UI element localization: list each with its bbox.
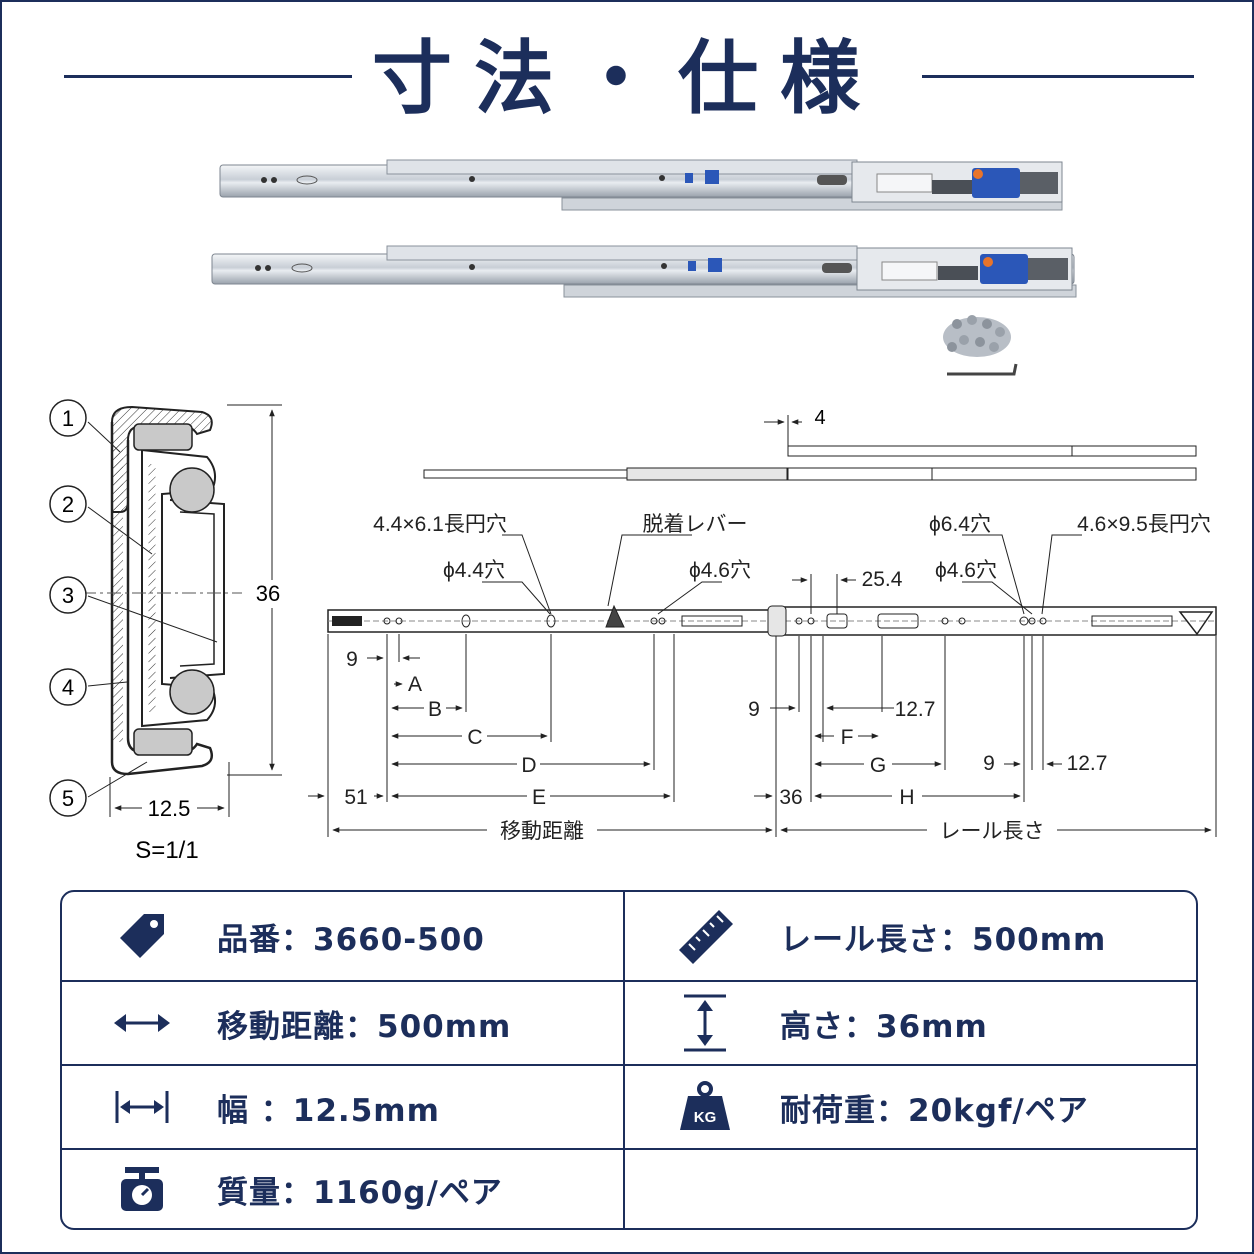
marker-2-circle	[49, 485, 87, 523]
callout-hole-46-b: ϕ4.6穴	[935, 559, 997, 582]
spec-travel: 移動距離：500mm	[62, 982, 623, 1064]
drawing-labels: 4.4×6.1長円穴 脱着レバー ϕ6.4穴 4.6×9.5長円穴 ϕ4.4穴 …	[344, 513, 1211, 843]
marker-5: 5	[62, 786, 74, 811]
dim-H: H	[899, 786, 914, 809]
spec-part-number-text: 品番：3660-500	[217, 921, 485, 958]
height-dimension: 36	[256, 581, 280, 606]
rail-length-label: レール長さ	[940, 820, 1045, 843]
width-dimension: 12.5	[148, 796, 191, 821]
spec-travel-text: 移動距離：500mm	[217, 1008, 512, 1045]
title-rule-left	[64, 75, 352, 78]
dim-12-7-b: 12.7	[1067, 752, 1108, 775]
callout-lever: 脱着レバー	[643, 513, 748, 536]
travel-distance-label: 移動距離	[500, 820, 584, 843]
dim-F: F	[841, 726, 854, 749]
dim-D: D	[521, 754, 536, 777]
scale-icon	[112, 1159, 172, 1219]
marker-3: 3	[62, 583, 74, 608]
spec-load: KG 耐荷重：20kgf/ペア	[625, 1066, 1196, 1148]
marker-1-circle	[49, 399, 87, 437]
dim-9-left: 9	[346, 648, 358, 671]
spec-rail-length-text: レール長さ：500mm	[780, 921, 1107, 958]
kg-weight-icon: KG	[675, 1077, 735, 1137]
dimension-lines	[308, 534, 1217, 837]
marker-2: 2	[62, 492, 74, 517]
dim-36: 36	[779, 786, 802, 809]
spec-empty-cell	[625, 1150, 1196, 1228]
spec-table: 品番：3660-500 レール長さ：500mm	[60, 890, 1198, 1230]
dim-51: 51	[344, 786, 367, 809]
spec-part-number: 品番：3660-500	[62, 892, 623, 980]
dim-C: C	[467, 726, 482, 749]
section-markers: 1 2 3 4 5	[49, 399, 87, 817]
ruler-icon	[675, 906, 735, 966]
spec-height: 高さ：36mm	[625, 982, 1196, 1064]
spec-height-text: 高さ：36mm	[780, 1008, 988, 1045]
dim-E: E	[532, 786, 546, 809]
offset-4-dimension: 4	[814, 407, 825, 429]
dim-9-far-right: 9	[983, 752, 995, 775]
callout-slot-left: 4.4×6.1長円穴	[373, 513, 507, 536]
rail-photo-1	[219, 159, 1063, 211]
cross-section	[82, 404, 282, 817]
callout-hole-44: ϕ4.4穴	[443, 559, 505, 582]
dim-12-7-a: 12.7	[895, 698, 936, 721]
marker-4-circle	[49, 668, 87, 706]
scale-label: S=1/1	[135, 837, 198, 864]
screw-pile	[943, 315, 1018, 376]
dim-B: B	[428, 698, 442, 721]
marker-3-circle	[49, 576, 87, 614]
spec-mass: 質量：1160g/ペア	[62, 1150, 623, 1228]
spec-width: 幅 ：12.5mm	[62, 1066, 623, 1148]
dim-G: G	[870, 754, 886, 777]
dim-9-right: 9	[748, 698, 760, 721]
dim-A: A	[408, 673, 422, 696]
technical-drawing: 1 2 3 4 5 36 12.5 S=1/1 4	[49, 159, 1217, 864]
callout-hole-64: ϕ6.4穴	[929, 513, 991, 536]
rail-photo-2	[211, 245, 1077, 298]
title-row: 寸法・仕様	[2, 24, 1252, 134]
width-arrow-icon	[112, 1077, 172, 1137]
dim-25-4: 25.4	[862, 568, 903, 591]
rail-side-view	[327, 604, 1217, 637]
callout-hole-46-a: ϕ4.6穴	[689, 559, 751, 582]
marker-5-circle	[49, 779, 87, 817]
spec-mass-text: 質量：1160g/ペア	[217, 1174, 503, 1211]
callout-slot-right: 4.6×9.5長円穴	[1077, 513, 1211, 536]
height-arrow-icon	[675, 993, 735, 1053]
spec-rail-length: レール長さ：500mm	[625, 892, 1196, 980]
spec-width-text: 幅 ：12.5mm	[217, 1092, 440, 1129]
kg-label: KG	[694, 1109, 717, 1126]
spec-load-text: 耐荷重：20kgf/ペア	[780, 1092, 1089, 1129]
marker-1: 1	[62, 406, 74, 431]
marker-4: 4	[62, 675, 74, 700]
tag-icon	[112, 906, 172, 966]
double-arrow-icon	[112, 993, 172, 1053]
page-title: 寸法・仕様	[372, 32, 882, 125]
extended-top-view	[423, 415, 1197, 481]
title-rule-right	[922, 75, 1194, 78]
